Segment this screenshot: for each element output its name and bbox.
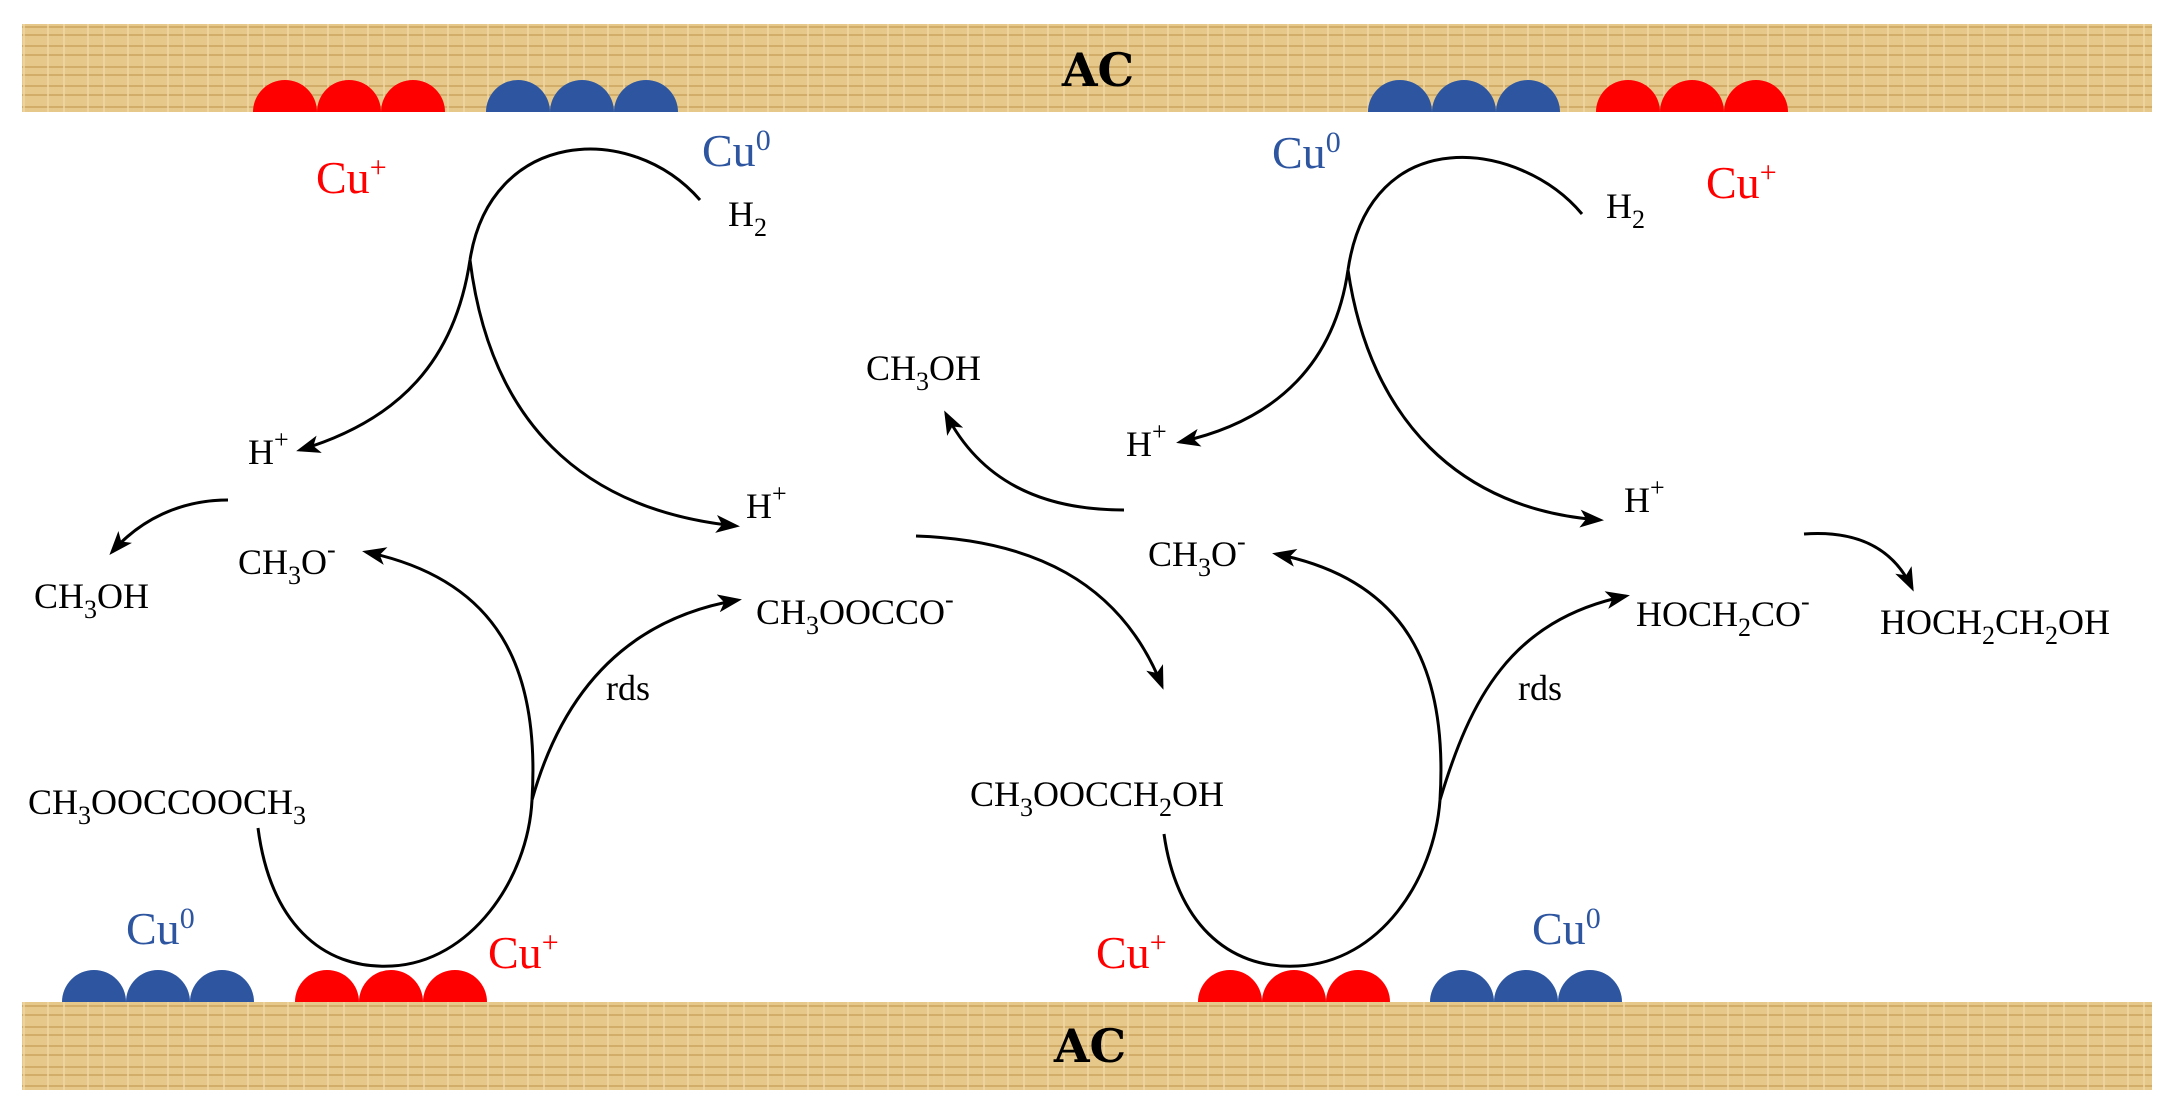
cu-bead (1326, 970, 1390, 1002)
arrow-to-ch3o-minus-right (1272, 549, 1443, 801)
cu-bead (381, 80, 445, 112)
arrow-to-ch3o-minus-left (362, 547, 535, 801)
h2-dissociation-curve-left (468, 147, 702, 261)
cu-bead (486, 80, 550, 112)
cu-zero-cluster-bottom-right (1430, 970, 1622, 1002)
cu-plus-cluster-top-left (253, 80, 445, 112)
cu-bead (1724, 80, 1788, 112)
h-plus-left-upper: H+ (248, 425, 289, 472)
cu-bead (423, 970, 487, 1002)
cu-bead (1368, 80, 1432, 112)
ethylene-glycol: HOCH2CH2OH (1880, 602, 2110, 650)
methyl-glycolate: CH3OOCCH2OH (970, 774, 1224, 822)
arrow-to-h-plus-left-upper (296, 259, 472, 453)
cu-bead (126, 970, 190, 1002)
cu-plus-cluster-bottom-right (1198, 970, 1390, 1002)
cu-bead (1494, 970, 1558, 1002)
cu-bead (1430, 970, 1494, 1002)
ch3o-minus-right: CH3O- (1148, 527, 1246, 582)
cu-bead (317, 80, 381, 112)
cu-bead (190, 970, 254, 1002)
cu-zero-cluster-top-left (486, 80, 678, 112)
cu-zero-label-top-left: Cu0 (702, 124, 771, 176)
arrow-to-ethylene-glycol (1803, 531, 1914, 592)
cu-zero-label-top-right: Cu0 (1272, 126, 1341, 178)
arrow-to-h-plus-right-upper (1176, 269, 1350, 447)
cu-bead (253, 80, 317, 112)
ac-label-top: AC (1061, 43, 1134, 97)
arrow-to-h-plus-left-right (468, 259, 740, 533)
cu-zero-label-bottom-left: Cu0 (126, 902, 195, 954)
cu-bead (550, 80, 614, 112)
rds-label-right: rds (1518, 668, 1562, 708)
cu-plus-label-top-right: Cu+ (1706, 156, 1777, 208)
arrow-to-ch3oh-left (109, 498, 229, 556)
cu-bead (1660, 80, 1724, 112)
cu-zero-label-bottom-right: Cu0 (1532, 902, 1601, 954)
ch3oh-center: CH3OH (866, 348, 981, 396)
cu-plus-label-bottom-right: Cu+ (1096, 926, 1167, 978)
arrow-to-ch3ooccoo-minus (530, 594, 742, 801)
cu-bead (1432, 80, 1496, 112)
cu-zero-cluster-bottom-left (62, 970, 254, 1002)
ac-support-bottom (22, 1002, 2152, 1090)
rds-label-left: rds (606, 668, 650, 708)
cu-bead (614, 80, 678, 112)
h2-left: H2 (728, 194, 767, 242)
cu-bead (1596, 80, 1660, 112)
cu-bead (1198, 970, 1262, 1002)
cu-bead (295, 970, 359, 1002)
arrow-to-methyl-glycolate (915, 534, 1164, 690)
ch3o-minus-left: CH3O- (238, 535, 336, 590)
h-plus-right-right: H+ (1624, 473, 1665, 520)
ch3ooccoo-minus: CH3OOCCO- (756, 585, 954, 640)
h-plus-left-right: H+ (746, 479, 787, 526)
cu-plus-cluster-bottom-left (295, 970, 487, 1002)
h2-right: H2 (1606, 186, 1645, 234)
arrow-to-ch3oh-center (944, 410, 1125, 512)
ac-label-bottom: AC (1053, 1019, 1126, 1073)
cu-bead (62, 970, 126, 1002)
cu-bead (1496, 80, 1560, 112)
cu-plus-label-top-left: Cu+ (316, 151, 387, 203)
cu-zero-cluster-top-right (1368, 80, 1560, 112)
ch3oh-left: CH3OH (34, 576, 149, 624)
dmo-adsorption-loop (256, 799, 534, 968)
mg-adsorption-loop (1162, 799, 1442, 968)
dimethyl-oxalate: CH3OOCCOOCH3 (28, 782, 306, 830)
h-plus-right-upper: H+ (1126, 417, 1167, 464)
cu-bead (359, 970, 423, 1002)
cu-bead (1262, 970, 1326, 1002)
cu-plus-cluster-top-right (1596, 80, 1788, 112)
cu-bead (1558, 970, 1622, 1002)
arrow-to-h-plus-right-right (1346, 269, 1604, 528)
h2-dissociation-curve-right (1346, 155, 1584, 271)
cu-plus-label-bottom-left: Cu+ (488, 926, 559, 978)
hoch2co-minus: HOCH2CO- (1636, 587, 1810, 642)
arrow-to-hoch2co-minus (1438, 591, 1630, 801)
